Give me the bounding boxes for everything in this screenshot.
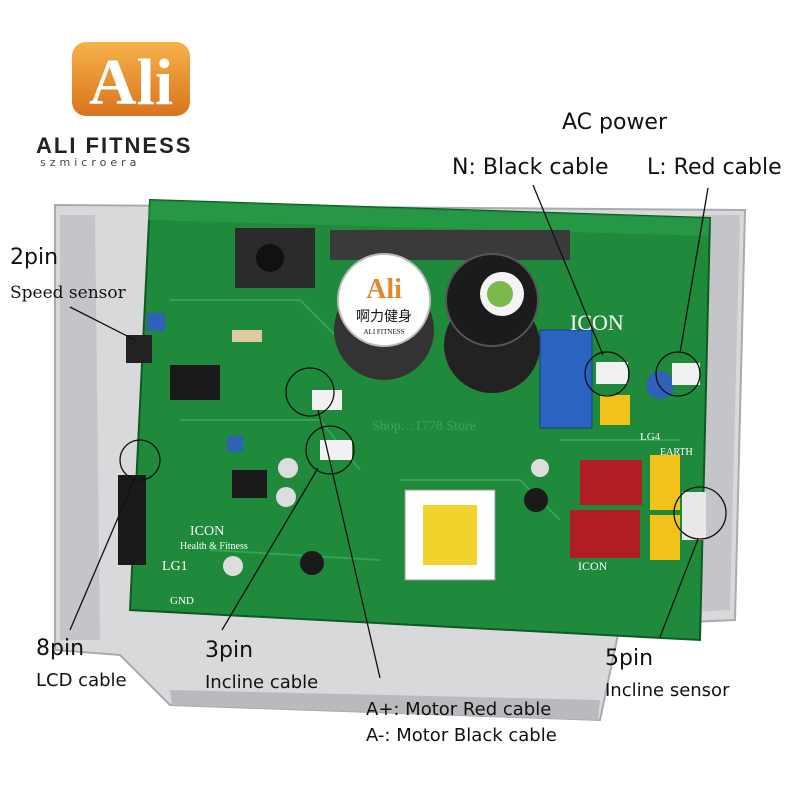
svg-text:Ali: Ali <box>366 274 402 305</box>
silkscreen-lg1: LG1 <box>162 559 188 574</box>
silkscreen-earth: EARTH <box>660 447 693 458</box>
callout-circle-a-plus <box>285 367 335 417</box>
leader-8pin <box>69 477 136 631</box>
label-8pin: 8pin <box>36 636 85 661</box>
label-n-black-cable: N: Black cable <box>452 155 609 180</box>
logo-mark: Ali <box>72 42 190 119</box>
label-ac-power: AC power <box>562 110 668 135</box>
label-incline-sensor: Incline sensor <box>605 680 730 701</box>
silkscreen-icon-2: ICON <box>190 524 224 539</box>
silkscreen-gnd: GND <box>170 595 194 607</box>
silkscreen-icon-1: ICON <box>570 310 624 335</box>
logo-text: Ali <box>89 46 173 118</box>
callout-circle-3pin <box>305 425 355 475</box>
label-motor-black-cable: A-: Motor Black cable <box>366 725 557 746</box>
leader-motor <box>317 409 381 679</box>
silkscreen-lg4: LG4 <box>640 431 661 443</box>
leader-n <box>532 184 604 356</box>
leader-2pin <box>69 306 136 341</box>
capacitor-brand-sub: ALI FITNESS <box>363 328 404 336</box>
brand-logo: Ali <box>70 40 192 119</box>
leader-5pin <box>659 538 699 638</box>
watermark: Shop…1778 Store <box>372 419 476 434</box>
callout-circle-5pin <box>673 486 727 540</box>
label-motor-red-cable: A+: Motor Red cable <box>366 699 552 720</box>
label-speed-sensor: Speed sensor <box>10 283 126 303</box>
label-l-red-cable: L: Red cable <box>647 155 782 180</box>
callout-circle-l <box>655 351 701 397</box>
brand-name: ALI FITNESS <box>36 133 193 158</box>
label-2pin: 2pin <box>10 245 59 270</box>
brand-tagline: szmicroera <box>40 156 141 169</box>
callout-circle-8pin <box>119 439 161 481</box>
label-lcd-cable: LCD cable <box>36 670 127 691</box>
capacitor-brand-text: 啊力健身 <box>356 309 412 325</box>
callout-circle-n <box>584 351 630 397</box>
label-3pin: 3pin <box>205 638 254 663</box>
label-incline-cable: Incline cable <box>205 672 319 693</box>
leader-l <box>679 187 709 354</box>
leader-3pin <box>221 467 319 631</box>
silkscreen-health: Health & Fitness <box>180 541 248 552</box>
silkscreen-icon-3: ICON <box>578 559 608 573</box>
label-5pin: 5pin <box>605 646 654 671</box>
